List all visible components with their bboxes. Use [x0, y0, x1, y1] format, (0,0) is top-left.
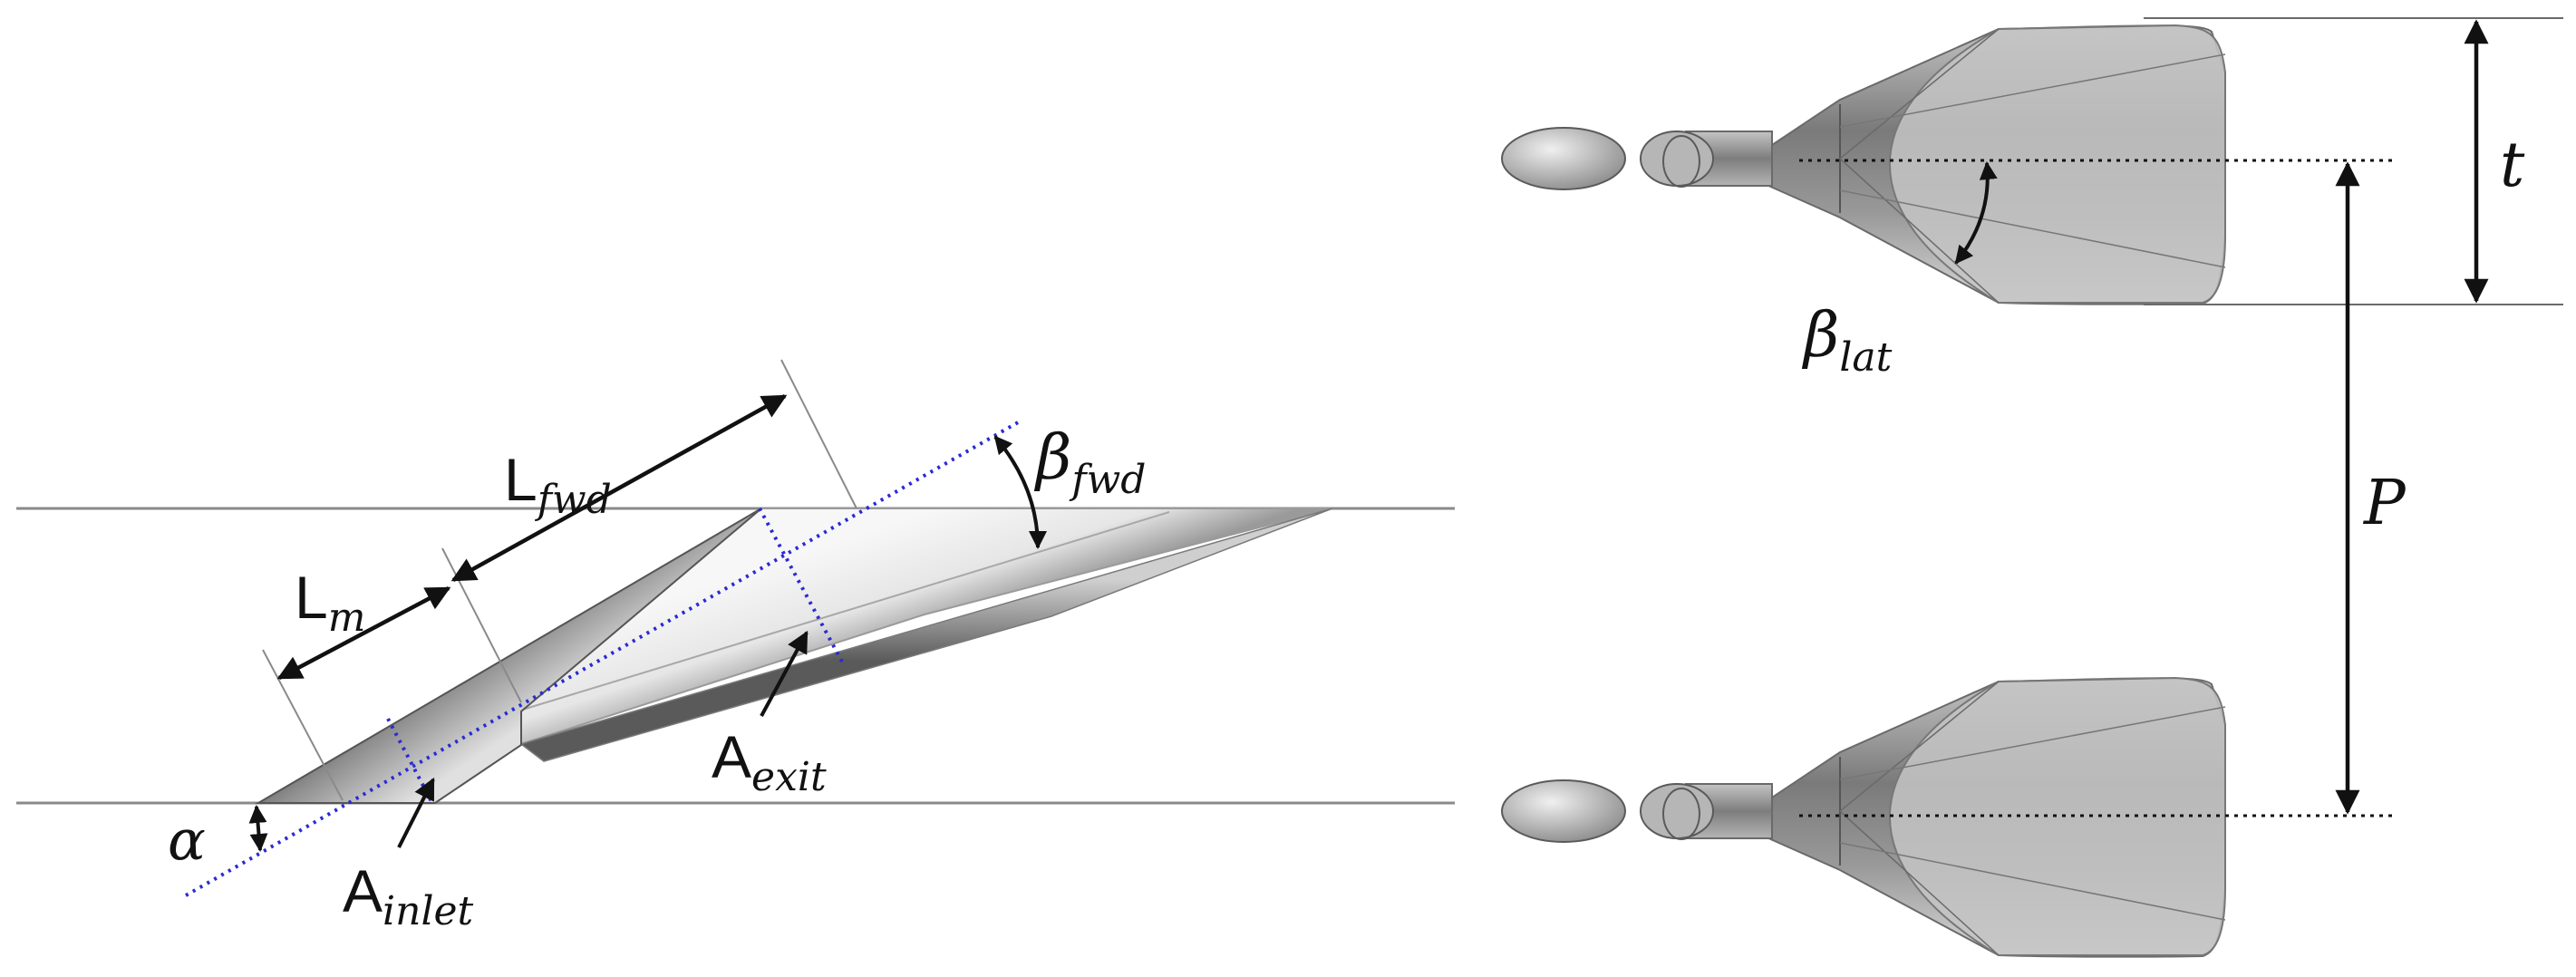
label-l-m: Lm	[295, 564, 365, 641]
leader-a-inlet	[397, 777, 435, 848]
diffuser-lower-wall	[519, 508, 1333, 762]
angle-arrow-alpha	[248, 805, 268, 852]
leader-a-exit	[760, 630, 809, 717]
hole-bottom	[1501, 677, 2226, 958]
ext-line-lfwd-end	[780, 359, 857, 509]
label-beta-lat: βlat	[1801, 300, 1893, 381]
dim-arrow-lm	[276, 586, 451, 680]
label-beta-fwd: βfwd	[1033, 422, 1146, 503]
label-alpha: α	[168, 807, 206, 873]
label-a-exit: Aexit	[712, 723, 827, 800]
top-view: βlat t P	[1501, 17, 2563, 958]
ext-line-lm-start	[262, 649, 344, 801]
dim-arrow-lfwd	[450, 394, 788, 582]
angle-arc-beta-lat	[1954, 161, 1998, 265]
angle-arc-beta-fwd	[993, 435, 1047, 549]
side-view: Lfwd Lm βfwd α Ainlet Aexit	[16, 359, 1455, 934]
label-l-fwd: Lfwd	[504, 446, 612, 523]
diffuser-inner-edge	[516, 511, 1170, 712]
label-t: t	[2500, 130, 2525, 201]
hole-top	[1501, 24, 2226, 305]
label-a-inlet: Ainlet	[343, 857, 474, 934]
label-p: P	[2362, 468, 2407, 539]
